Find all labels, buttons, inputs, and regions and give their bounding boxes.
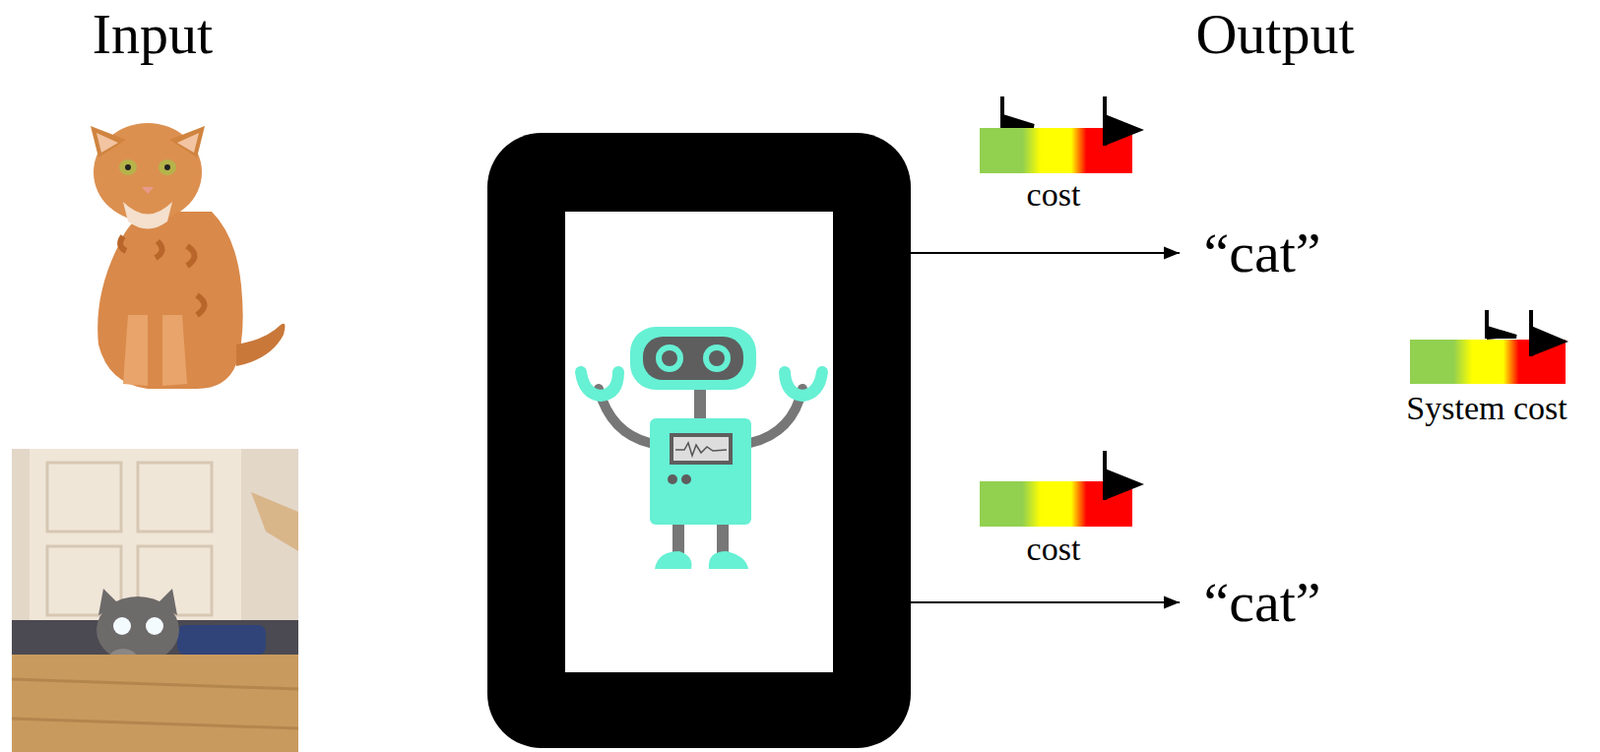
phone-device <box>487 132 911 749</box>
section-heading: Output <box>1195 2 1354 66</box>
cat-illustration <box>90 123 285 389</box>
cost-gauge <box>979 96 1145 174</box>
section-heading: Input <box>92 2 213 66</box>
output-arrow <box>910 601 1180 604</box>
output-label: “cat” <box>1203 571 1321 635</box>
gauge-label: System cost <box>1406 389 1567 427</box>
cat-photo <box>11 448 299 752</box>
system-cost-gauge <box>1409 310 1569 384</box>
robot-figure <box>580 326 823 570</box>
cost-gauge <box>979 450 1145 527</box>
output-label: “cat” <box>1203 221 1321 285</box>
gauge-label: cost <box>1026 176 1082 213</box>
output-arrow <box>910 252 1180 255</box>
gauge-label: cost <box>1026 530 1082 568</box>
